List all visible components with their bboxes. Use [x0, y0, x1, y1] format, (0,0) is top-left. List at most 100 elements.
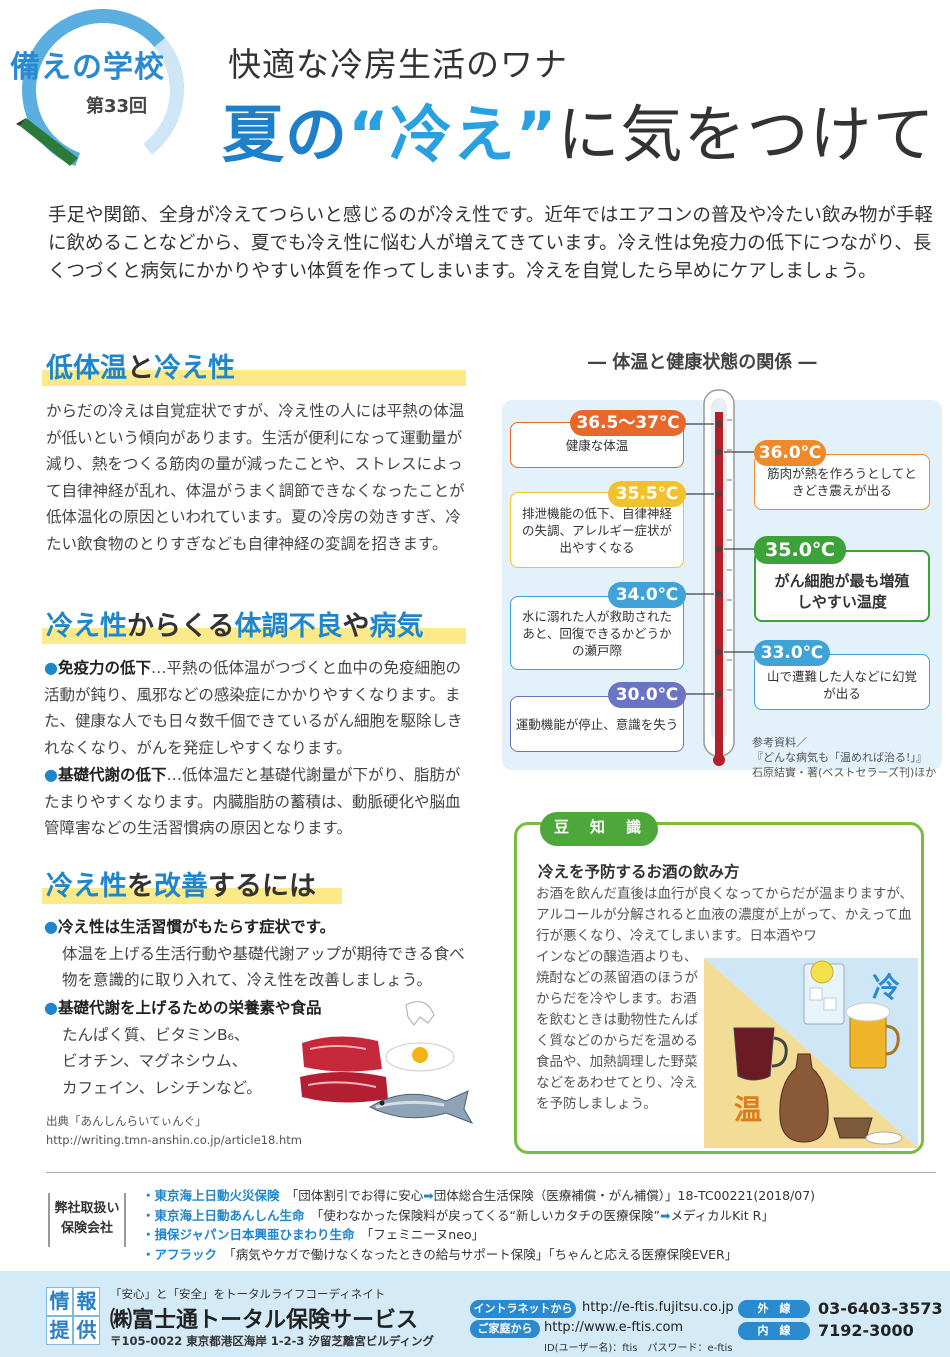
internal-phone[interactable]: 7192-3000	[818, 1321, 914, 1340]
title-quote-open: “	[348, 98, 390, 171]
beer-icon	[845, 1002, 900, 1069]
ref-line-3: 石原結實・著(ベストセラーズ刊)ほか	[752, 766, 937, 779]
fish-icon	[368, 1090, 474, 1124]
arrow-icon: ➡	[423, 1188, 434, 1203]
bullet-lifestyle: ●冷え性は生活習慣がもたらす症状です。 体温を上げる生活行動や基礎代謝アップが期…	[44, 914, 474, 994]
footer-company: ㈱富士通トータル保険サービス	[110, 1308, 419, 1333]
badge-char: 情	[46, 1287, 73, 1316]
company-product: 「病気やケガで働けなくなったときの給与サポート保険」「ちゃんと応える医療保険EV…	[229, 1246, 738, 1262]
issue-number: 第33回	[86, 96, 148, 117]
temp-tag-36-0: 36.0℃	[754, 440, 826, 466]
foods-line-3: カフェイン、レシチンなど。	[62, 1078, 262, 1097]
badge-char: 供	[73, 1316, 100, 1345]
info-provider-badge: 情 報 提 供	[46, 1287, 100, 1345]
bullet-head: 免疫力の低下	[57, 659, 151, 677]
logo-title: 備えの学校	[10, 50, 165, 85]
ref-line-2: 『どんな病気も「温めれば治る!」』	[752, 751, 927, 764]
temp-tag-33-0: 33.0℃	[754, 640, 830, 666]
section1-heading: 低体温と冷え性	[42, 346, 243, 384]
company-name: ・東京海上日動あんしん生命	[142, 1207, 305, 1223]
page-title: 夏の“冷え”に気をつけて	[222, 84, 936, 174]
home-pill: ご家庭から	[470, 1320, 540, 1338]
external-phone[interactable]: 03-6403-3573	[818, 1299, 943, 1318]
wine-glass-icon	[733, 1027, 788, 1081]
login-credentials: ID(ユーザー名)：ftis パスワード：e-ftis	[544, 1343, 733, 1354]
source-label: 出典「あんしんらいてぃんぐ」	[46, 1114, 207, 1128]
section3-heading-c: 改善	[154, 871, 208, 902]
bullet-nutrients: ●基礎代謝を上げるための栄養素や食品 たんぱく質、ビタミンB₆、 ビオチン、マグ…	[44, 995, 474, 1101]
companies-label-line-1: 弊社取扱い	[54, 1201, 120, 1216]
companies-label-line-2: 保険会社	[60, 1221, 113, 1236]
bullet-text: …低体温だと基礎代謝量が下がり、脂肪がたまりやすくなります。内臓脂肪の蓄積は、動…	[44, 766, 461, 837]
source-url[interactable]: http://writing.tmn-anshin.co.jp/article1…	[46, 1133, 302, 1147]
section2-heading-e: 病気	[369, 611, 424, 642]
section2-heading-b: からくる	[127, 611, 235, 642]
temp-tag-34-0: 34.0℃	[608, 582, 686, 608]
logo-ring-graphic	[16, 9, 184, 171]
trivia-title: 冷えを予防するお酒の飲み方	[538, 863, 740, 881]
company-item: ・アフラック 「病気やケガで働けなくなったときの給与サポート保険」「ちゃんと応え…	[142, 1245, 815, 1265]
trivia-body-wide: お酒を飲んだ直後は血行が良くなってからだが温まりますが、アルコールが分解されると…	[536, 886, 914, 944]
section1-body: からだの冷えは自覚症状ですが、冷え性の人には平熱の体温が低いという傾向があります…	[46, 402, 465, 553]
drinks-illustration	[704, 958, 918, 1148]
foods-line-2: ビオチン、マグネシウム、	[62, 1052, 248, 1070]
temp-tag-36-5: 36.5～37℃	[570, 410, 686, 436]
temp-desc: 山で遭難した人などに幻覚が出る	[767, 669, 918, 701]
internal-line-pill: 内 線	[738, 1322, 810, 1340]
foods-line-1: たんぱく質、ビタミンB₆、	[62, 1025, 250, 1044]
sake-cup-icon	[833, 1117, 903, 1145]
bullet-immunity: ●免疫力の低下…平熱の低体温がつづくと血中の免疫細胞の活動が鈍り、風邪などの感染…	[44, 655, 474, 761]
meat-icon	[300, 1036, 388, 1103]
title-quote-close: ”	[515, 98, 558, 171]
company-product: 「使わなかった保険料が戻ってくる“新しいカタチの医療保険”	[317, 1207, 660, 1223]
temp-desc: 筋肉が熱を作ろうとしてときどき震えが出る	[767, 466, 917, 498]
temp-tag-35-5: 35.5℃	[608, 481, 686, 507]
intranet-pill: イントラネットから	[470, 1300, 576, 1318]
section2-heading-c: 体調不良	[234, 611, 343, 642]
warm-label: 温	[734, 1093, 763, 1126]
section2-heading-d: や	[342, 611, 370, 642]
title-pre: 夏の	[222, 98, 349, 171]
company-name: ・東京海上日動火災保険	[142, 1188, 280, 1203]
title-highlight: 冷え	[389, 98, 516, 171]
company-product-2: メディカルKit R」	[670, 1207, 774, 1223]
bullet-dot: ●	[44, 765, 58, 784]
section3-heading-b: を	[127, 871, 154, 902]
trivia-tag-char-2: 知	[590, 818, 606, 836]
trivia-body: お酒を飲んだ直後は血行が良くなってからだが温まりますが、アルコールが分解されると…	[536, 884, 916, 1115]
temp-box-34-0: 水に溺れた人が救助されたあと、回復できるかどうかの瀬戸際	[510, 596, 684, 670]
temp-desc: 健康な体温	[565, 437, 629, 453]
trivia-tag-char-3: 識	[626, 818, 642, 836]
trivia-tag-char-1: 豆	[554, 818, 570, 836]
section2-heading-a: 冷え性	[46, 611, 127, 642]
footer-address: 〒105-0022 東京都港区海岸 1-2-3 汐留芝離宮ビルディング	[110, 1334, 435, 1348]
temp-tag-30-0: 30.0℃	[608, 682, 686, 708]
company-item: ・東京海上日動火災保険 「団体割引でお得に安心➡団体総合生活保険（医療補償・がん…	[142, 1186, 815, 1206]
trivia-body-narrow: インなどの醸造酒よりも、焼酎などの蒸留酒のほうがからだを冷やします。お酒を飲むと…	[536, 949, 698, 1112]
temp-box-30-0: 運動機能が停止、意識を失う	[510, 696, 684, 752]
section3-heading: 冷え性を改善するには	[42, 864, 324, 902]
chart-title: ― 体温と健康状態の関係 ―	[588, 352, 817, 373]
companies-list: ・東京海上日動火災保険 「団体割引でお得に安心➡団体総合生活保険（医療補償・がん…	[142, 1186, 815, 1264]
company-product: 「フェミニーヌneo」	[367, 1227, 485, 1242]
arrow-icon: ➡	[659, 1207, 671, 1223]
company-product-2: 団体総合生活保険（医療補償・がん補償）」18-TC00221(2018/07)	[433, 1188, 816, 1203]
title-post: に気をつけて	[557, 98, 936, 171]
company-product: 「団体割引でお得に安心	[292, 1188, 424, 1203]
company-item: ・東京海上日動あんしん生命 「使わなかった保険料が戻ってくる“新しいカタチの医療…	[142, 1206, 815, 1226]
home-url[interactable]: http://www.e-ftis.com	[544, 1320, 684, 1335]
company-name: ・損保ジャパン日本興亜ひまわり生命	[142, 1227, 355, 1242]
intranet-url[interactable]: http://e-ftis.fujitsu.co.jp	[582, 1300, 734, 1315]
bullet-head: 基礎代謝を上げるための栄養素や食品	[57, 999, 322, 1017]
bullet-dot: ●	[44, 658, 58, 677]
sake-bottle-icon	[779, 1053, 829, 1143]
bullet-head: 冷え性は生活習慣がもたらす症状です。	[57, 918, 336, 936]
bullet-metabolism: ●基礎代謝の低下…低体温だと基礎代謝量が下がり、脂肪がたまりやすくなります。内臓…	[44, 762, 474, 842]
companies-label: 弊社取扱い 保険会社	[48, 1193, 126, 1247]
temp-box-33-0: 山で遭難した人などに幻覚が出る	[754, 654, 930, 710]
section3-heading-a: 冷え性	[46, 871, 127, 902]
companies-divider	[46, 1172, 936, 1173]
temp-desc: がん細胞が最も増殖しやすい温度	[774, 572, 910, 611]
temp-box-35-5: 排泄機能の低下、自律神経の失調、アレルギー症状が出やすくなる	[510, 492, 684, 568]
company-item: ・損保ジャパン日本興亜ひまわり生命 「フェミニーヌneo」	[142, 1225, 815, 1245]
